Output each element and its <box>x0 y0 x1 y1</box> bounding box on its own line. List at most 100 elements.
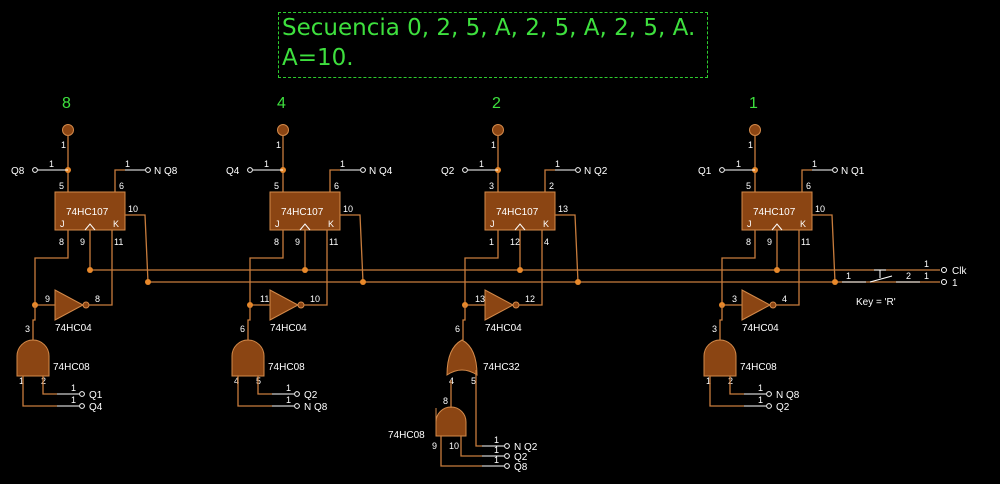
nq-pin: 1 <box>340 159 345 169</box>
flip-flop-part: 74HC107 <box>66 207 109 218</box>
gate-in-a-wire <box>237 376 272 407</box>
input-pin: 1 <box>71 395 76 405</box>
k-input-wire <box>87 230 113 306</box>
extra-input-terminal[interactable] <box>504 443 510 449</box>
clock-edge-mark <box>514 223 526 231</box>
input-terminal[interactable] <box>766 403 772 409</box>
ff-r-pin: 10 <box>343 204 353 214</box>
input-label: Q4 <box>89 402 103 413</box>
q-terminal[interactable] <box>247 167 253 173</box>
gate-out-pin: 3 <box>712 324 717 334</box>
ff-r-pin: 13 <box>558 204 568 214</box>
ff-nset-pin: 6 <box>119 181 124 191</box>
inv-out-pin: 12 <box>525 294 535 304</box>
ff-k-pin: 11 <box>801 237 810 247</box>
nq-terminal[interactable] <box>145 167 151 173</box>
inverter-bubble <box>297 301 305 309</box>
ff-clk-pin: 9 <box>295 237 300 247</box>
clock-terminal[interactable] <box>941 267 947 273</box>
reset-key-label: Key = 'R' <box>856 297 896 308</box>
q-terminal[interactable] <box>719 167 725 173</box>
input-pin: 1 <box>286 383 291 393</box>
q-terminal[interactable] <box>32 167 38 173</box>
extra-input-pin: 1 <box>494 435 499 445</box>
reset-input-wire <box>340 214 364 283</box>
clock-junction <box>87 267 93 273</box>
clock-label: Clk <box>952 266 967 277</box>
ff-r-pin: 10 <box>815 204 825 214</box>
nq-terminal[interactable] <box>832 167 838 173</box>
ff-nset-pin: 2 <box>549 181 554 191</box>
clock-edge-mark <box>84 223 96 231</box>
inv-in-pin: 3 <box>732 294 737 304</box>
input-terminal[interactable] <box>79 403 85 409</box>
clock-edge-mark <box>771 223 783 231</box>
gate-b-pin: 5 <box>471 376 476 386</box>
sequence-note: A=10. <box>282 45 354 71</box>
switch-pin-2: 2 <box>906 271 911 281</box>
flip-flop-part: 74HC107 <box>496 207 539 218</box>
input-terminal[interactable] <box>766 391 772 397</box>
clock-edge-mark <box>299 223 311 231</box>
q-label: Q1 <box>698 166 712 177</box>
ff-set-pin: 5 <box>59 181 64 191</box>
input-pin: 1 <box>71 383 76 393</box>
q-terminal[interactable] <box>462 167 468 173</box>
inv-in-pin: 11 <box>260 294 269 304</box>
nq-label: N Q8 <box>154 166 178 177</box>
inv-out-pin: 4 <box>782 294 787 304</box>
extra-input-label: Q2 <box>514 452 528 463</box>
k-input-wire <box>774 230 800 306</box>
ff-k-mark: K <box>113 219 119 229</box>
gate-output-wire <box>32 305 36 340</box>
extra-input-terminal[interactable] <box>504 463 510 469</box>
inv-out-pin: 8 <box>95 294 100 304</box>
probe-pin: 1 <box>748 140 753 150</box>
ff-j-pin: 8 <box>746 237 751 247</box>
probe-pin: 1 <box>491 140 496 150</box>
gate-output-wire <box>462 305 466 340</box>
ff-j-mark: J <box>490 219 495 229</box>
nq-terminal[interactable] <box>575 167 581 173</box>
gate-in-a-wire <box>709 376 744 407</box>
input-terminal[interactable] <box>79 391 85 397</box>
input-terminal[interactable] <box>294 391 300 397</box>
and-gate-body <box>703 339 737 377</box>
inv-in-pin: 13 <box>475 294 485 304</box>
and-gate-body <box>231 339 265 377</box>
nq-output-wire <box>329 169 340 192</box>
extra-and-a-pin: 9 <box>432 441 437 451</box>
k-input-wire <box>517 230 543 306</box>
q-label: Q4 <box>226 166 240 177</box>
extra-and-gate <box>435 406 467 437</box>
extra-and-part: 74HC08 <box>388 430 425 441</box>
q-pin: 1 <box>479 159 484 169</box>
inverter-bubble <box>769 301 777 309</box>
inv-out-pin: 10 <box>310 294 320 304</box>
q-pin: 1 <box>264 159 269 169</box>
input-terminal[interactable] <box>294 403 300 409</box>
ff-k-mark: K <box>543 219 549 229</box>
nq-pin: 1 <box>125 159 130 169</box>
gate-out-pin: 6 <box>240 324 245 334</box>
nq-terminal[interactable] <box>360 167 366 173</box>
ff-nset-pin: 6 <box>806 181 811 191</box>
reset-key-switch[interactable] <box>842 269 920 283</box>
extra-input-terminal[interactable] <box>504 453 510 459</box>
ff-j-mark: J <box>60 219 65 229</box>
probe-led <box>62 124 74 136</box>
extra-and-in-a-wire <box>440 436 482 467</box>
ff-set-pin: 3 <box>489 181 494 191</box>
clock-junction <box>517 267 523 273</box>
title-frame <box>278 12 708 78</box>
reset-junction <box>360 279 366 285</box>
ff-j-mark: J <box>275 219 280 229</box>
reset-terminal[interactable] <box>941 279 947 285</box>
k-input-wire <box>302 230 328 306</box>
nq-output-wire <box>544 169 555 192</box>
ff-k-pin: 11 <box>114 237 123 247</box>
inverter-body <box>741 289 772 321</box>
nq-pin: 1 <box>555 159 560 169</box>
